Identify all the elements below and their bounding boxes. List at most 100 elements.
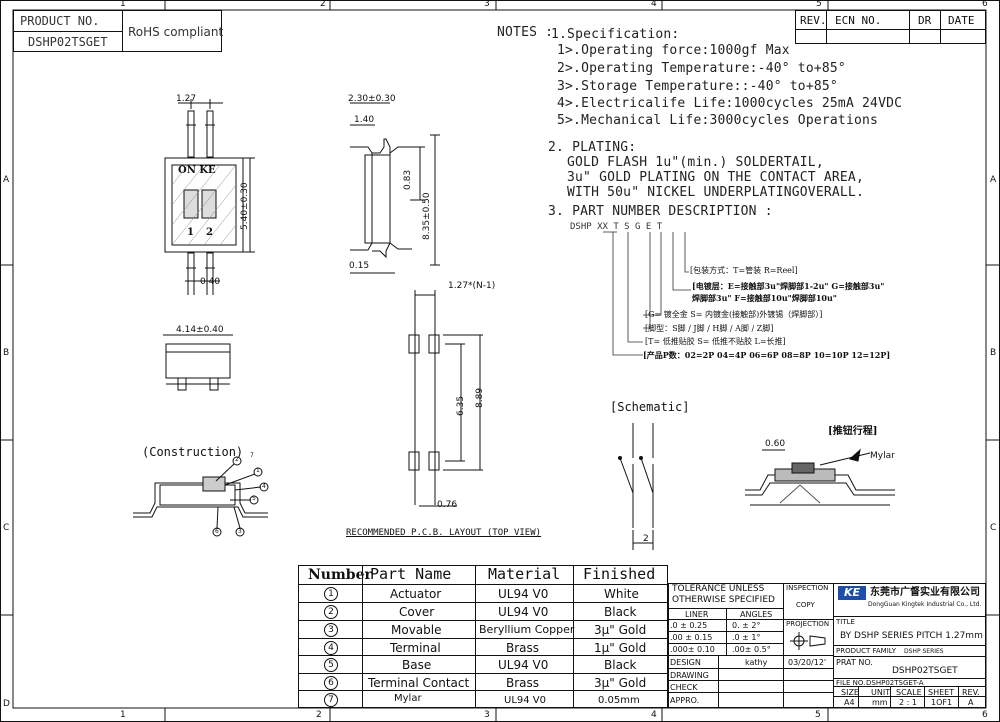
zone-top-1: 1 <box>120 0 126 9</box>
bom-row-finish: 3μ" Gold <box>594 676 647 690</box>
projection-label: PROJECTION <box>786 620 830 628</box>
rohs-label: RoHS compliant <box>128 25 224 39</box>
zone-bottom-5: 5 <box>815 710 821 720</box>
table-row: 6 Terminal Contact Brass 3μ" Gold <box>298 674 668 692</box>
push-title: [推钮行程] <box>828 426 878 437</box>
bom-header-material: Material <box>488 565 561 583</box>
zone-top-6: 6 <box>982 0 988 9</box>
file-label: FILE NO. <box>836 679 866 687</box>
footer-size-label: SIZE <box>841 688 859 697</box>
footer-sheet-label: SHEET <box>928 688 955 697</box>
tol-title-1: TOLERANCE UNLESS <box>672 584 765 594</box>
title-value: BY DSHP SERIES PITCH 1.27mm <box>840 631 983 641</box>
table-row: 2 Cover UL94 V0 Black <box>298 603 668 621</box>
callout-6: 6 <box>215 528 219 535</box>
part-label: PRAT NO. <box>836 658 873 667</box>
callout-1: 1 <box>256 467 260 474</box>
top-dim-pitch: 1.27 <box>176 94 197 104</box>
footer-size-value: A4 <box>844 698 855 707</box>
pn-desc-packing: [包装方式：T=管装 R=Reel] <box>690 266 798 275</box>
footer-rev-label: REV. <box>962 688 980 697</box>
bom-row-part: Actuator <box>390 587 442 601</box>
zone-left-d: D <box>3 699 10 709</box>
bom-row-material: Brass <box>506 676 540 690</box>
bom-row-material: UL94 V0 <box>504 695 546 706</box>
footer-scale-label: SCALE <box>896 688 922 697</box>
family-label: PRODUCT FAMILY <box>836 647 897 655</box>
bom-row-finish: 0.05mm <box>598 695 640 706</box>
file-value: DSHP02TSGET-A <box>866 679 924 687</box>
pn-leaders <box>603 231 691 356</box>
bom-table: Number Part Name Material Finished <box>298 565 668 708</box>
bom-row-finish: 3μ" Gold <box>594 623 647 637</box>
push-detail-drawing <box>745 448 895 506</box>
pcb-dim-pitch: 1.27*(N-1) <box>448 281 496 291</box>
callout-5: 5 <box>252 495 256 502</box>
side-dim-a: 2.30±0.30 <box>348 94 396 104</box>
tol-liner-0: .0 ± 0.25 <box>670 621 708 630</box>
bom-header-finished: Finished <box>583 565 656 583</box>
top-label-on: ON KE <box>178 165 216 176</box>
zone-left-b: B <box>3 348 10 358</box>
bom-header-part: Part Name <box>370 565 452 583</box>
design-date: 03/20/12' <box>788 658 827 667</box>
side-view-drawing <box>350 102 440 274</box>
pcb-dim-pad: 0.76 <box>437 500 458 510</box>
plating-2: 3u" GOLD PLATING ON THE CONTACT AREA, <box>567 170 864 185</box>
tol-col-liner: LINER <box>685 610 709 619</box>
rev-empty-row <box>795 29 986 44</box>
bom-rows: 1 Actuator UL94 V0 White 2 Cover UL94 V0… <box>298 585 668 708</box>
zone-bottom-1: 1 <box>120 710 126 720</box>
pcb-caption: RECOMMENDED P.C.B. LAYOUT (TOP VIEW) <box>346 528 542 538</box>
callout-2: 2 <box>235 456 239 463</box>
zone-right-a: A <box>990 175 997 185</box>
tol-liner-1: .00 ± 0.15 <box>670 633 713 642</box>
pn-desc-push: [T= 低推贴胶 S= 低推不贴胶 L=长推] <box>645 337 786 346</box>
zone-top-2: 2 <box>320 0 326 9</box>
spec-3: 3>.Storage Temperature::-40° to+85° <box>557 79 838 94</box>
bom-row-part: Movable <box>391 623 442 637</box>
top-dim-pad: 0.40 <box>200 277 221 287</box>
tol-liner-2: .000± 0.10 <box>670 645 715 654</box>
design-label: DESIGN <box>670 658 701 667</box>
schematic-drawing <box>618 423 654 550</box>
company-logo: KE <box>838 586 866 600</box>
pn-code: DSHP XX T S G E T <box>570 222 663 232</box>
push-mylar-label: Mylar <box>870 451 895 461</box>
bom-row-finish: Black <box>604 658 637 672</box>
bom-row-finish: 1μ" Gold <box>594 641 647 655</box>
designer-name: kathy <box>745 658 768 667</box>
side-dim-c: 0.83 <box>403 169 413 190</box>
zone-left-a: A <box>3 175 10 185</box>
tol-angle-0: 0. ± 2° <box>732 621 761 630</box>
product-no-label-cell: PRODUCT NO. <box>13 10 123 32</box>
table-row: 3 Movable Beryllium Copper 3μ" Gold <box>298 621 668 639</box>
bom-row-number: 1 <box>324 587 338 601</box>
callout-7: 7 <box>250 452 254 459</box>
plating-title: 2. PLATING: <box>548 140 637 155</box>
family-value: DSHP SERIES <box>904 648 944 655</box>
side-dim-b: 1.40 <box>354 115 375 125</box>
schematic-title: [Schematic] <box>610 400 690 414</box>
schematic-dim: 2 <box>643 534 649 544</box>
table-row: 7 Mylar UL94 V0 0.05mm <box>298 691 668 708</box>
zone-right-b: B <box>990 348 997 358</box>
top-pin1: 1 <box>187 227 194 238</box>
dr-col: DR <box>909 10 941 30</box>
front-view-drawing <box>163 334 233 391</box>
zone-top-5: 5 <box>816 0 822 9</box>
date-header: DATE <box>948 14 975 27</box>
rev-row-dividers <box>826 29 941 44</box>
rev-col: REV. <box>795 10 827 30</box>
drawing-label: DRAWING <box>670 671 709 680</box>
titleblock-grid <box>668 583 986 708</box>
zone-left-c: C <box>3 523 10 533</box>
check-label: CHECK <box>670 683 698 692</box>
zone-bottom-6: 6 <box>982 710 988 720</box>
footer-sheet-value: 1OF1 <box>931 698 953 707</box>
construction-title: (Construction) <box>142 445 244 459</box>
zone-bottom-3: 3 <box>484 710 490 720</box>
table-row: 1 Actuator UL94 V0 White <box>298 585 668 603</box>
company-name-en: DongGuan Kingtek Industrial Co., Ltd. <box>868 601 982 608</box>
